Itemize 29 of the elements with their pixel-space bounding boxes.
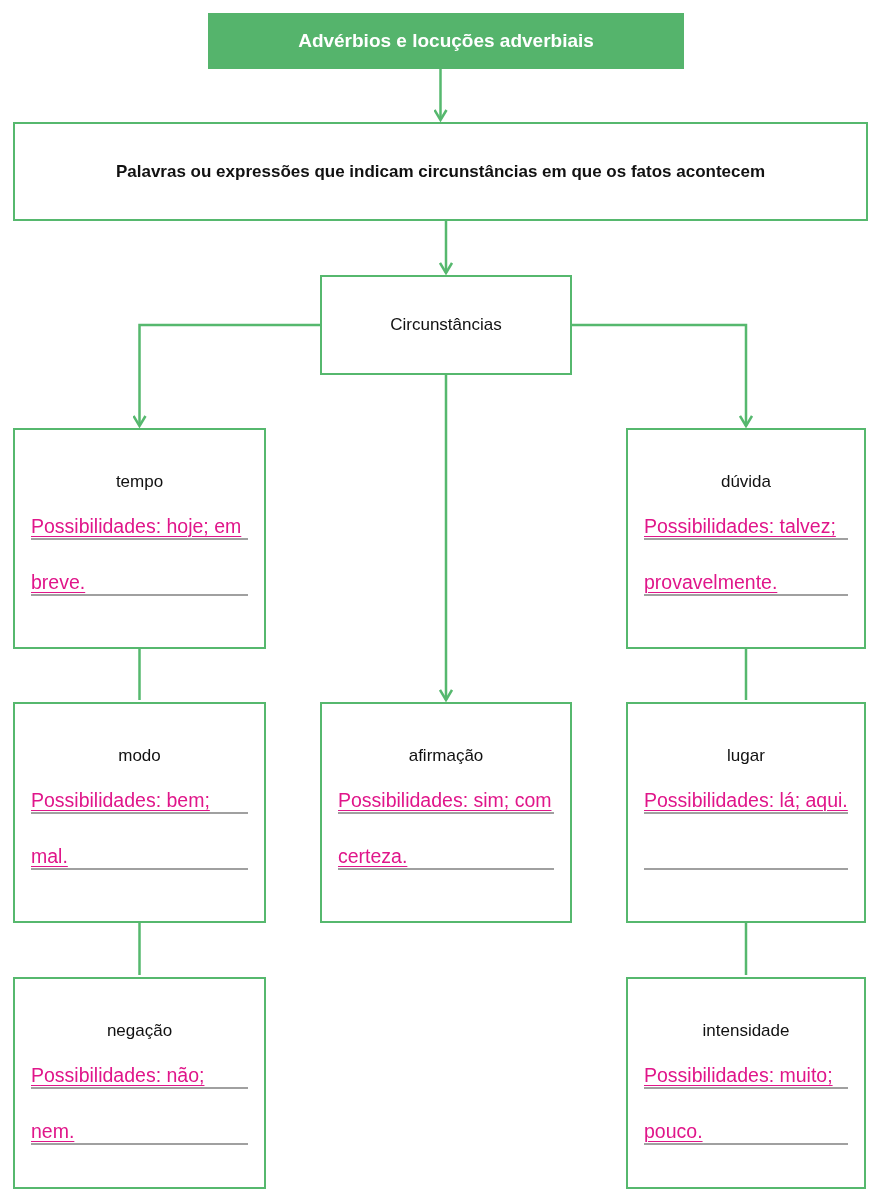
connector-line	[138, 649, 141, 700]
box-heading: intensidade	[702, 1021, 790, 1041]
box-heading: Palavras ou expressões que indicam circunstâncias em que os fatos acontecem	[115, 161, 766, 182]
category-card	[13, 702, 266, 923]
box-heading: dúvida	[720, 472, 772, 492]
category-box	[320, 275, 572, 375]
arrow	[438, 221, 454, 275]
arrow	[132, 323, 320, 428]
category-card	[13, 428, 266, 649]
box-heading: Circunstâncias	[390, 315, 502, 335]
box-heading: tempo	[115, 472, 164, 492]
category-card	[13, 977, 266, 1189]
arrow	[572, 323, 754, 428]
box-heading: lugar	[727, 746, 765, 766]
category-card	[626, 428, 866, 649]
connector-line	[138, 923, 141, 975]
box-heading: Advérbios e locuções adverbiais	[298, 30, 594, 52]
category-card	[626, 702, 866, 923]
arrow	[438, 375, 454, 702]
connector-line	[744, 923, 748, 975]
box-heading: negação	[106, 1021, 173, 1041]
title-banner	[208, 13, 684, 69]
category-card	[626, 977, 866, 1189]
box-heading: afirmação	[408, 746, 484, 766]
definition-box	[13, 122, 868, 221]
connector-line	[744, 649, 748, 700]
box-heading: modo	[118, 746, 161, 766]
arrow	[433, 69, 448, 122]
category-card	[320, 702, 572, 923]
